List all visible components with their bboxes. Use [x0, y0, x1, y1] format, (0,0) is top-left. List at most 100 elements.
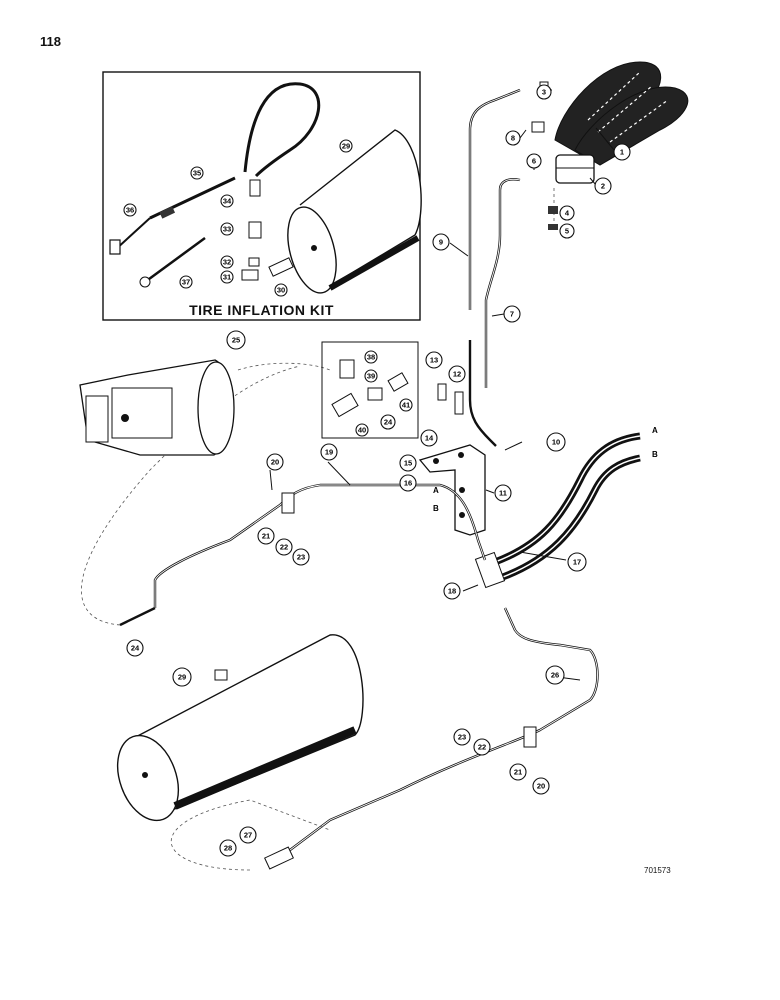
callout-27: 27: [239, 826, 257, 844]
svg-text:22: 22: [280, 543, 288, 552]
callout-31: 31: [220, 270, 234, 284]
inset-title: TIRE INFLATION KIT: [189, 302, 334, 318]
svg-text:37: 37: [182, 278, 190, 287]
letter-a-bracket: A: [433, 486, 439, 495]
callout-16: 16: [399, 474, 417, 492]
svg-text:14: 14: [425, 434, 434, 443]
svg-text:29: 29: [342, 142, 350, 151]
svg-text:11: 11: [499, 489, 507, 498]
tube-9: [468, 88, 521, 310]
tee-fitting: [474, 551, 506, 589]
svg-text:25: 25: [232, 336, 240, 345]
bolt-13: [437, 383, 447, 401]
callout-28: 28: [219, 839, 237, 857]
callout-35: 35: [190, 166, 204, 180]
svg-text:29: 29: [178, 673, 186, 682]
svg-text:17: 17: [573, 558, 581, 567]
sub-inset-fittings: [331, 359, 409, 418]
callout-34: 34: [220, 194, 234, 208]
letter-a-hose: A: [652, 426, 658, 435]
inset-hose-line: [149, 176, 236, 220]
svg-text:19: 19: [325, 448, 333, 457]
callout-2: 2: [594, 177, 612, 195]
svg-text:8: 8: [511, 134, 515, 143]
svg-text:40: 40: [358, 426, 366, 435]
callout-38: 38: [364, 350, 378, 364]
inflation-hose-coil: [243, 82, 321, 178]
callout-11: 11: [494, 484, 512, 502]
callout-13: 13: [425, 351, 443, 369]
callout-36: 36: [123, 203, 137, 217]
svg-text:12: 12: [453, 370, 461, 379]
svg-text:31: 31: [223, 273, 231, 282]
svg-text:15: 15: [404, 459, 412, 468]
tube-clip: [281, 492, 295, 514]
callout-40: 40: [355, 423, 369, 437]
svg-text:41: 41: [402, 401, 410, 410]
svg-text:10: 10: [552, 438, 560, 447]
svg-text:18: 18: [448, 587, 456, 596]
pedal-valve-body: [555, 154, 595, 184]
svg-text:24: 24: [131, 644, 140, 653]
valve-nut: [548, 206, 558, 214]
callout-6: 6: [526, 153, 542, 169]
callout-5: 5: [559, 223, 575, 239]
svg-text:24: 24: [384, 418, 393, 427]
bolt-12: [454, 391, 464, 415]
letter-b-hose: B: [652, 450, 658, 459]
callout-24-lower: 24: [126, 639, 144, 657]
svg-text:5: 5: [565, 227, 569, 236]
callout-29-main: 29: [172, 667, 192, 687]
svg-text:6: 6: [532, 157, 536, 166]
callout-14: 14: [420, 429, 438, 447]
callout-4: 4: [559, 205, 575, 221]
callout-37: 37: [179, 275, 193, 289]
inset-air-chuck: [109, 217, 151, 255]
svg-text:2: 2: [601, 182, 605, 191]
hose-pair: [493, 432, 641, 582]
svg-text:33: 33: [223, 225, 231, 234]
valve-washer: [548, 224, 558, 230]
callout-9: 9: [432, 233, 450, 251]
callout-8: 8: [505, 130, 521, 146]
svg-text:16: 16: [404, 479, 412, 488]
svg-text:32: 32: [223, 258, 231, 267]
callout-23-upper: 23: [292, 548, 310, 566]
callout-33: 33: [220, 222, 234, 236]
svg-text:21: 21: [262, 532, 270, 541]
inset-tank: [287, 129, 422, 294]
svg-text:21: 21: [514, 768, 522, 777]
callout-15: 15: [399, 454, 417, 472]
tube-7: [468, 178, 521, 447]
svg-text:23: 23: [458, 733, 466, 742]
coupler-27: [264, 846, 294, 870]
svg-text:26: 26: [551, 671, 559, 680]
svg-text:23: 23: [297, 553, 305, 562]
callout-21-lower: 21: [509, 763, 527, 781]
svg-text:39: 39: [367, 372, 375, 381]
callout-19: 19: [320, 443, 338, 461]
page-number: 118: [40, 34, 61, 49]
air-compressor: [79, 359, 235, 456]
callout-20-lower: 20: [532, 777, 550, 795]
svg-text:38: 38: [367, 353, 375, 362]
callout-21-upper: 21: [257, 527, 275, 545]
figure-code: 701573: [644, 866, 671, 875]
svg-text:36: 36: [126, 206, 134, 215]
letter-b-bracket: B: [433, 504, 439, 513]
sub-inset-frame: [321, 341, 419, 439]
svg-text:9: 9: [439, 238, 443, 247]
tube-clip-lower: [523, 726, 537, 748]
callout-22-upper: 22: [275, 538, 293, 556]
callout-26: 26: [545, 665, 565, 685]
svg-text:35: 35: [193, 169, 201, 178]
valve-elbow: [531, 121, 545, 133]
foot-pedal: [554, 61, 689, 166]
svg-text:7: 7: [510, 310, 514, 319]
svg-text:30: 30: [277, 286, 285, 295]
callout-20-upper: 20: [266, 453, 284, 471]
svg-text:13: 13: [430, 356, 438, 365]
callout-30: 30: [274, 283, 288, 297]
tube-26: [289, 607, 599, 851]
